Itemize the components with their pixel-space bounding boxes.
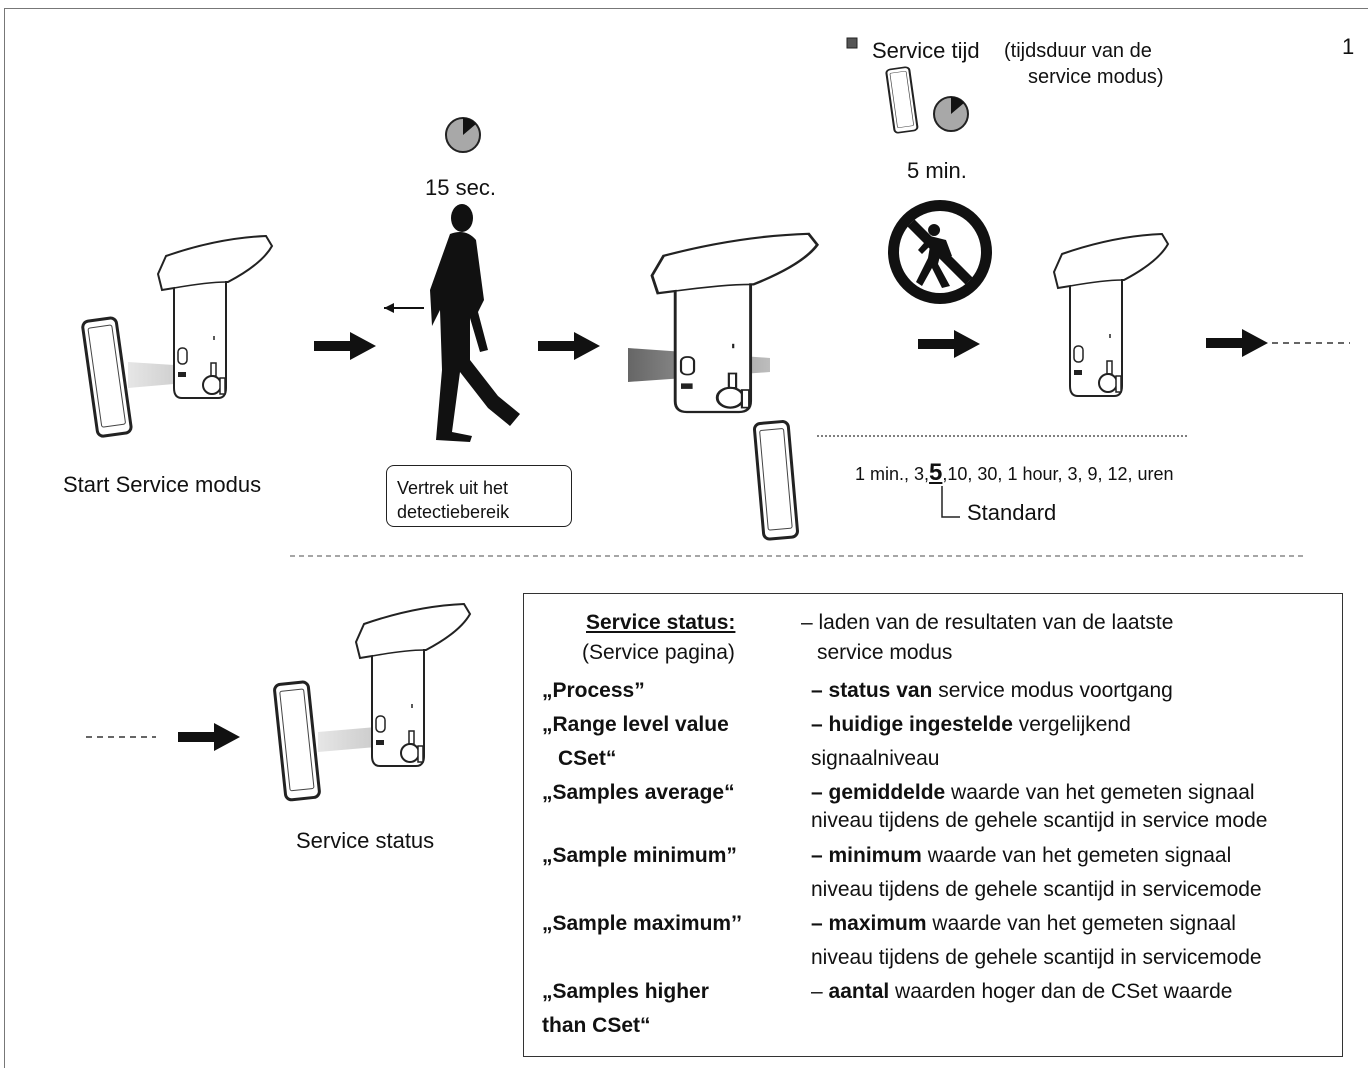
- row-range-key-2: CSet“: [558, 747, 617, 770]
- arrow-right-icon-5: [178, 723, 240, 751]
- walking-person-icon: [430, 204, 520, 442]
- time-options: 1 min., 3,5,10, 30, 1 hour, 3, 9, 12, ur…: [855, 459, 1174, 487]
- arrow-right-icon-2: [538, 332, 600, 360]
- row-process-desc: – status van service modus voortgang: [811, 679, 1173, 702]
- arrow-right-icon-3: [918, 330, 980, 358]
- service-duration: 5 min.: [907, 158, 967, 183]
- table-header-desc-1: – laden van de resultaten van de laatste: [801, 611, 1174, 634]
- leave-detection-callout: Vertrek uit het detectiebereik: [386, 465, 572, 527]
- faucet-icon-end: [1053, 233, 1169, 397]
- row-minimum-desc-2: niveau tijdens de gehele scantijd in ser…: [811, 878, 1262, 901]
- time-options-after: ,10, 30, 1 hour, 3, 9, 12, uren: [942, 464, 1174, 484]
- page-number: 1: [1342, 34, 1355, 59]
- arrow-left-small-icon: [384, 303, 424, 313]
- row-maximum-desc-2: niveau tijdens de gehele scantijd in ser…: [811, 946, 1262, 969]
- leave-detection-line-2: detectiebereik: [397, 502, 510, 522]
- detection-timer-label: 15 sec.: [425, 175, 496, 200]
- service-time-label: Service tijd: [872, 38, 980, 63]
- faucet-icon-center: [650, 232, 819, 414]
- faucet-icon-start: [157, 235, 273, 399]
- service-time-note-2: service modus): [1028, 66, 1164, 88]
- center-phone-icon: [752, 419, 800, 542]
- start-phone-icon: [80, 315, 134, 439]
- timer-icon-5min: [933, 95, 969, 132]
- faucet-icon-status: [355, 603, 471, 767]
- default-time-label: Standard: [967, 500, 1057, 525]
- timer-icon-15s: [445, 116, 481, 153]
- time-option-selected: 5: [929, 459, 943, 486]
- row-average-desc: – gemiddelde waarde van het gemeten sign…: [811, 781, 1255, 804]
- row-minimum-key: „Sample minimum”: [542, 844, 737, 867]
- service-time-note-1: (tijdsduur van de: [1004, 40, 1152, 62]
- row-higher-key-2: than CSet“: [542, 1014, 651, 1037]
- row-higher-desc: – aantal waarden hoger dan de CSet waard…: [811, 980, 1233, 1003]
- row-maximum-desc: – maximum waarde van het gemeten signaal: [811, 912, 1236, 935]
- table-header-desc-2: service modus: [817, 641, 953, 664]
- legend-square-icon: [846, 37, 858, 49]
- service-status-table: Service status: (Service pagina) – laden…: [523, 593, 1343, 1057]
- service-status-label: Service status: [296, 828, 435, 853]
- status-phone-icon: [272, 679, 322, 802]
- row-range-key-1: „Range level value: [542, 713, 729, 736]
- table-header-title: Service status:: [586, 611, 736, 634]
- row-range-desc-2: signaalniveau: [811, 747, 940, 770]
- row-range-desc: – huidige ingestelde vergelijkend: [811, 713, 1131, 736]
- default-bracket: [941, 486, 960, 518]
- service-phone-icon: [884, 65, 919, 135]
- figure-frame: [4, 8, 1368, 1068]
- row-average-key: „Samples average“: [542, 781, 735, 804]
- start-service-label: Start Service modus: [63, 472, 262, 497]
- row-average-desc-2: niveau tijdens de gehele scantijd in ser…: [811, 809, 1268, 832]
- no-entry-icon: [888, 200, 992, 304]
- arrow-right-icon-4: [1206, 329, 1268, 357]
- row-process-key: „Process”: [542, 679, 645, 702]
- arrow-right-icon-1: [314, 332, 376, 360]
- row-higher-key-1: „Samples higher: [542, 980, 709, 1003]
- row-minimum-desc: – minimum waarde van het gemeten signaal: [811, 844, 1232, 867]
- row-maximum-key: „Sample maximum’’: [542, 912, 742, 935]
- leave-detection-line-1: Vertrek uit het: [397, 478, 509, 498]
- time-options-before: 1 min., 3,: [855, 464, 930, 484]
- table-header-subtitle: (Service pagina): [582, 641, 735, 664]
